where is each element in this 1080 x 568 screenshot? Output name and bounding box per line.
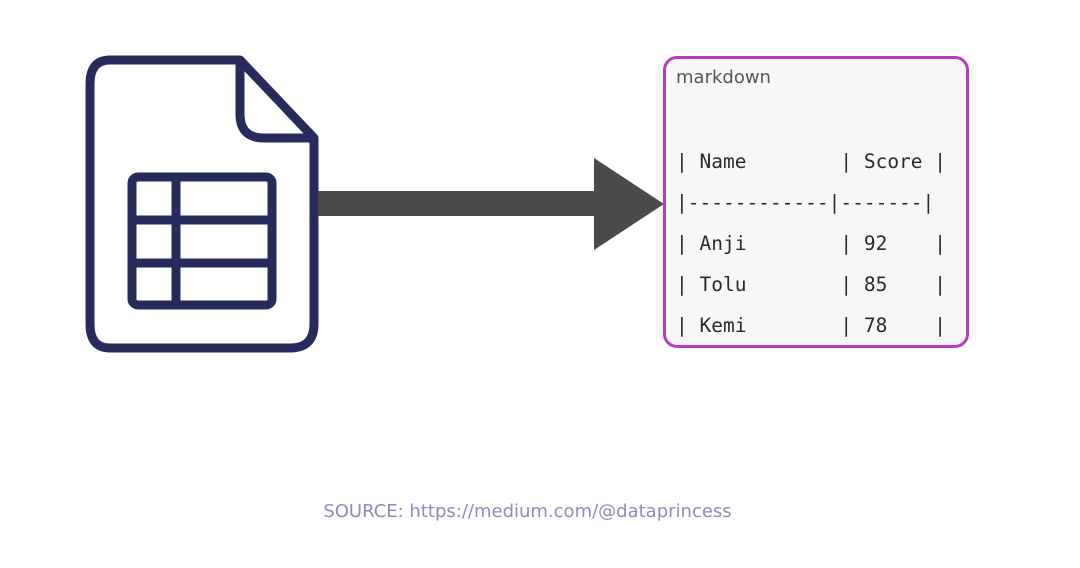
- table-grid-outline: [127, 172, 277, 310]
- markdown-code-block: markdown | Name | Score | |------------|…: [663, 56, 969, 348]
- code-line-row: | Anji | 92 |: [676, 232, 947, 255]
- source-caption: SOURCE: https://medium.com/@dataprincess: [323, 501, 732, 522]
- spreadsheet-file-icon: [85, 55, 319, 353]
- code-line-row: | Tolu | 85 |: [676, 273, 947, 296]
- file-outline: [85, 55, 319, 353]
- code-lines: | Name | Score | |------------|-------| …: [676, 141, 947, 345]
- arrow-shaft: [318, 191, 598, 216]
- right-arrow-icon: [318, 158, 664, 250]
- code-line-header: | Name | Score |: [676, 150, 947, 173]
- arrow-head: [594, 158, 664, 250]
- code-line-separator: |------------|-------|: [676, 191, 935, 214]
- code-line-row: | Kemi | 78 |: [676, 314, 947, 337]
- code-language-label: markdown: [676, 67, 771, 88]
- file-fold: [235, 60, 314, 143]
